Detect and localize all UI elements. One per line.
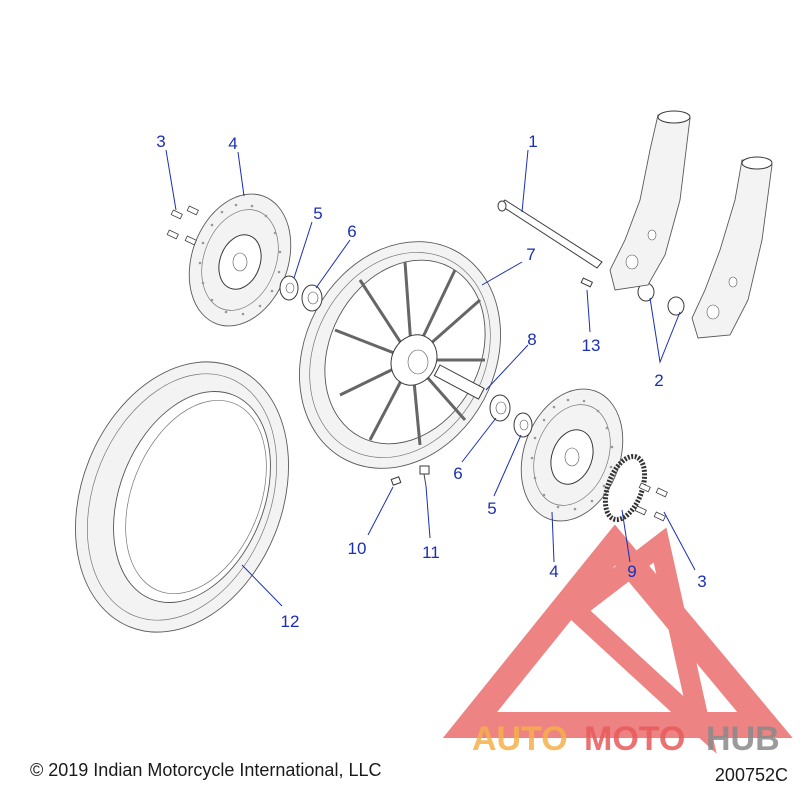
callout-6-right: 6 [453, 464, 462, 483]
axle [497, 199, 603, 269]
callout-4-right: 4 [549, 562, 558, 581]
callout-12: 12 [281, 612, 300, 631]
callout-13: 13 [582, 336, 601, 355]
callout-3-right: 3 [697, 572, 706, 591]
valve-stem [419, 465, 430, 487]
fork-leg-left [609, 110, 691, 291]
watermark-logo [442, 524, 793, 754]
seal-left [279, 275, 299, 301]
watermark-word-auto: AUTO [472, 720, 568, 758]
copyright-notice: © 2019 Indian Motorcycle International, … [30, 760, 381, 780]
pinch-bolt [580, 277, 594, 288]
seal-right [513, 412, 533, 438]
callout-3-left: 3 [156, 132, 165, 151]
callout-9: 9 [627, 562, 636, 581]
tire [75, 361, 289, 633]
watermark-word-moto: MOTO [584, 720, 685, 758]
bearing-left [301, 284, 323, 312]
callout-7: 7 [526, 245, 535, 264]
callout-5-right: 5 [487, 499, 496, 518]
callout-1: 1 [528, 132, 537, 151]
callout-8: 8 [527, 330, 536, 349]
callout-10: 10 [348, 539, 367, 558]
watermark-word-hub: HUB [706, 720, 780, 758]
bearing-right [489, 394, 511, 422]
valve-stem-cap [390, 476, 402, 486]
watermark-wordmark: AUTO MOTO HUB [472, 720, 780, 758]
fork-spacer-2 [667, 296, 685, 316]
callout-2: 2 [654, 371, 663, 390]
brake-disc-right [520, 388, 624, 522]
callout-4-left: 4 [228, 134, 237, 153]
bolts-left [166, 205, 199, 246]
leader-lines [165, 149, 696, 607]
callout-5-left: 5 [313, 204, 322, 223]
brake-disc-left [188, 193, 292, 327]
callout-11: 11 [422, 543, 440, 562]
fork-leg-right [691, 156, 773, 339]
callout-6-left: 6 [347, 222, 356, 241]
diagram-code: 200752C [715, 765, 788, 785]
bolts-right [634, 482, 668, 522]
